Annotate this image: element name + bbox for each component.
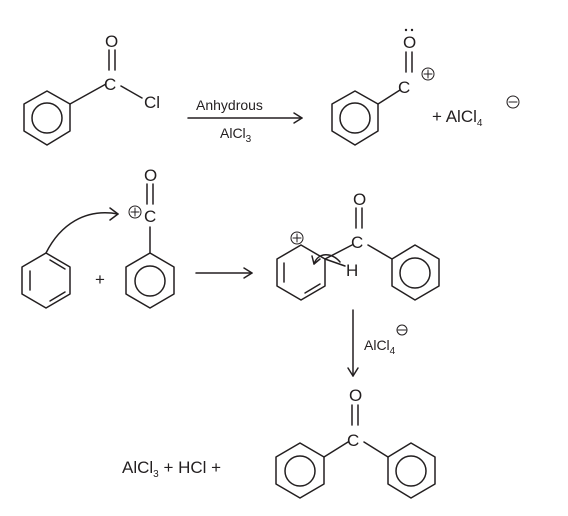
aluminium-tetrachloride-byproduct: + AlCl4: [432, 107, 483, 129]
reagent-subscript: 4: [390, 346, 396, 357]
carbonyl-oxygen: O: [349, 386, 362, 405]
acylium-electrophile: C O: [125, 166, 175, 309]
benzene-ring: [125, 252, 175, 309]
benzene-ring: [331, 90, 379, 146]
positive-charge-icon: [128, 205, 142, 219]
hydrogen-chloride-plus: + HCl +: [159, 458, 221, 477]
carbonyl-carbon: C: [104, 75, 116, 94]
carbon-chlorine-bond: [120, 85, 143, 99]
carbon-hydrogen-bond: [324, 258, 346, 267]
plus-sign: +: [95, 270, 105, 289]
acylium-ion: C O: [331, 28, 435, 146]
carbonyl-carbon: C: [351, 233, 363, 252]
byproduct-formula: + AlCl: [432, 107, 477, 126]
ring-carbonyl-bond: [324, 244, 353, 260]
benzene-ring: [387, 442, 436, 499]
reagent-formula: AlCl: [364, 337, 390, 353]
carbonyl-phenyl-bond: [363, 441, 389, 458]
catalyst-subscript: 3: [246, 134, 252, 145]
condition-anhydrous: Anhydrous: [196, 97, 263, 113]
acylium-carbon: C: [144, 207, 156, 226]
carbonyl-carbon: C: [347, 431, 359, 450]
positive-charge-icon: [290, 231, 304, 245]
carbonyl-oxygen: O: [105, 32, 118, 51]
ring-double-bond: [304, 283, 321, 294]
final-byproducts: AlCl3 + HCl +: [122, 458, 221, 480]
benzoyl-chloride: C O Cl: [23, 32, 160, 146]
ring-carbonyl-bond: [69, 83, 107, 105]
curved-arrow-attack: [45, 207, 119, 254]
catalyst-formula: AlCl: [220, 125, 246, 141]
reaction-arrow-2: [195, 267, 253, 279]
benzene-ring: [275, 442, 325, 499]
ring-carbonyl-bond: [323, 441, 349, 458]
lone-pair-dots: [404, 28, 414, 32]
benzene-ring: [391, 244, 440, 301]
negative-charge-icon: [506, 95, 520, 109]
ring-double-bond: [49, 259, 66, 270]
sigma-complex-intermediate: H C O: [276, 190, 440, 301]
negative-charge-icon: [396, 324, 408, 336]
cyclohexadienyl-ring: [276, 244, 326, 301]
reaction-arrow-3: [347, 309, 359, 377]
acylium-oxygen: O: [144, 166, 157, 185]
positive-charge-icon: [421, 67, 435, 81]
benzene-ring: [23, 90, 71, 146]
benzophenone-product: C O: [275, 386, 436, 499]
deprotonating-reagent: AlCl4: [364, 337, 396, 357]
carbonyl-oxygen: O: [353, 190, 366, 209]
condition-catalyst: AlCl3: [220, 125, 252, 145]
acylium-carbon: C: [398, 78, 410, 97]
aluminium-chloride-subscript: 3: [153, 469, 159, 480]
reaction-arrow-1: [187, 112, 303, 124]
hydrogen-atom: H: [346, 261, 358, 280]
benzene-nucleophile: [21, 252, 71, 309]
ring-double-bond: [49, 291, 66, 302]
curved-arrow-head: [311, 255, 321, 265]
aluminium-chloride: AlCl: [122, 458, 153, 477]
curved-arrow-deprotonation: [313, 254, 341, 265]
carbonyl-phenyl-bond: [367, 244, 393, 260]
ring-carbonyl-bond: [377, 89, 401, 105]
acylium-oxygen: O: [403, 33, 416, 52]
chlorine-atom: Cl: [144, 93, 160, 112]
byproduct-subscript: 4: [477, 118, 483, 129]
